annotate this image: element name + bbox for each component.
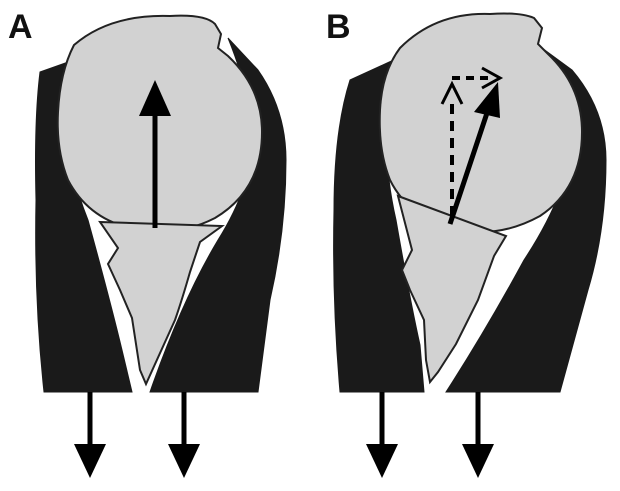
panel-b: B [326,8,606,478]
panel-b-pull-arrowhead-left [366,444,398,478]
panel-a-pull-arrowhead-left [74,444,106,478]
panel-a-label: A [8,8,33,46]
panel-a-pull-arrowhead-right [168,444,200,478]
panel-a: A [8,8,286,478]
panel-b-pull-arrowhead-right [462,444,494,478]
panel-b-label: B [326,8,351,46]
panel-b-humeral-head [380,14,582,233]
panel-a-humeral-head [58,16,262,232]
